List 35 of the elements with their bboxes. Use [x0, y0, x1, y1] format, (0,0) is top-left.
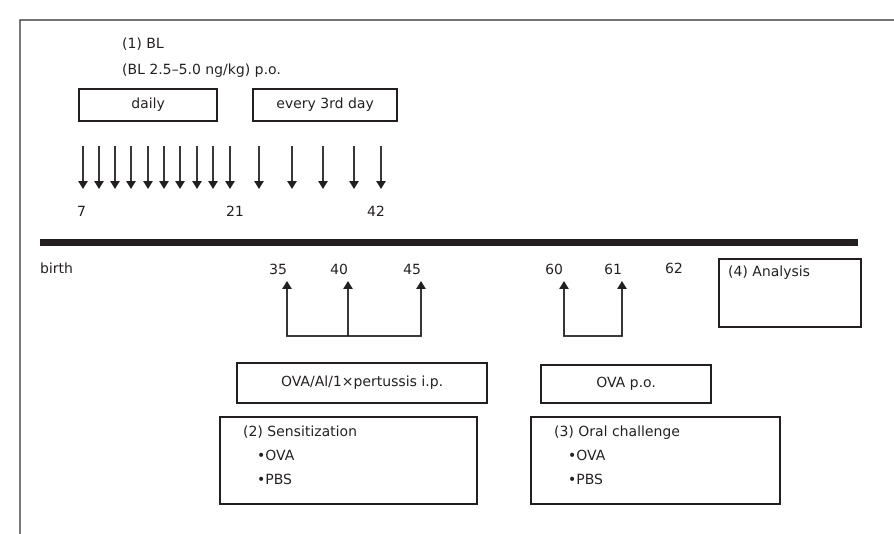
box-label: OVA/Al/1×pertussis i.p.: [280, 374, 444, 390]
day-number: 35: [266, 260, 290, 280]
box-label: every 3rd day: [275, 96, 375, 112]
list-item: •PBS: [257, 472, 292, 488]
day-number: 40: [327, 260, 351, 280]
list-item: •OVA: [257, 448, 294, 464]
box-label: (4) Analysis: [728, 264, 810, 280]
day-number: 45: [400, 260, 424, 280]
dose-note: (BL 2.5–5.0 ng/kg) p.o.: [122, 62, 281, 78]
group-heading: (3) Oral challenge: [554, 424, 680, 440]
process-box: [540, 364, 712, 404]
box-label: daily: [130, 96, 166, 112]
box-label: OVA p.o.: [595, 375, 657, 391]
arrow: [282, 281, 348, 337]
process-box: [236, 362, 488, 404]
arrow: [593, 281, 627, 337]
day-number: 42: [367, 204, 385, 220]
arrow: [343, 281, 353, 336]
group-box: [530, 416, 781, 505]
timeline-label: birth: [40, 261, 73, 277]
heading: (1) BL: [122, 36, 164, 52]
list-item: •OVA: [568, 448, 606, 464]
stage-box: [718, 258, 862, 328]
arrow: [559, 281, 593, 337]
list-item: •PBS: [568, 472, 603, 488]
day-number: 60: [542, 260, 566, 280]
day-number: 21: [226, 204, 244, 220]
day-number: 62: [665, 261, 683, 277]
process-box: [252, 88, 398, 122]
process-box: [78, 88, 218, 122]
group-box: [219, 416, 478, 505]
day-number: 7: [77, 204, 86, 220]
arrow: [348, 281, 426, 337]
group-heading: (2) Sensitization: [243, 424, 357, 440]
day-number: 61: [601, 260, 625, 280]
